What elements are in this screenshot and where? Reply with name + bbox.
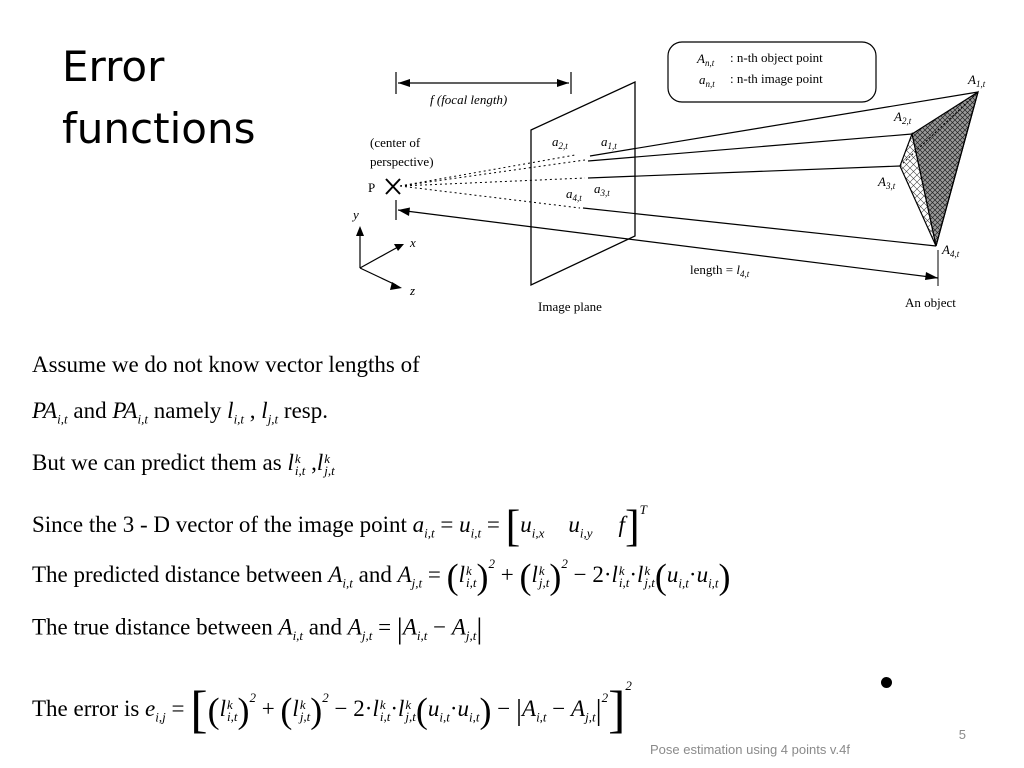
ray-solid-2: [587, 133, 913, 162]
axis-z: [359, 267, 397, 286]
label-A4: A4,t: [941, 242, 960, 259]
title-line-2: functions: [62, 104, 256, 153]
label-A1: A1,t: [967, 72, 986, 89]
ray-dotted-4: [399, 185, 581, 209]
p-label: P: [368, 180, 375, 195]
focal-arrow-right: [557, 79, 569, 87]
label-a1: a1,t: [601, 134, 617, 151]
object-face-dark: [911, 90, 979, 247]
image-plane-label: Image plane: [538, 299, 602, 314]
label-a2: a2,t: [552, 134, 568, 151]
object-edge-top: [899, 91, 979, 167]
axis-x-label: x: [409, 235, 416, 250]
ray-solid-1: [589, 91, 979, 157]
length-arrow-line: [397, 209, 939, 279]
center-label-1: (center of: [370, 135, 421, 150]
ray-solid-4: [582, 207, 937, 247]
axis-z-label: z: [409, 283, 415, 298]
object-face-light: [899, 131, 937, 247]
slide-title: Error functions: [62, 36, 255, 160]
label-a4: a4,t: [566, 186, 582, 203]
axis-z-arrow: [390, 282, 402, 290]
object-edge-side: [935, 91, 979, 247]
label-A3: A3,t: [877, 174, 896, 191]
body-line-4: Since the 3 - D vector of the image poin…: [32, 501, 647, 551]
body-line-2: PAi,t and PAi,t namely li,t , lj,t resp.: [32, 398, 328, 427]
object-label: An object: [905, 295, 956, 310]
ray-solid-3: [587, 165, 901, 179]
length-arrow-left: [398, 207, 410, 216]
page-number: 5: [958, 727, 966, 742]
legend-text-1: : n-th object point: [730, 50, 823, 65]
body-line-5: The predicted distance between Ai,t and …: [32, 556, 731, 597]
bullet-dot: [881, 677, 892, 688]
legend-sym-1: An,t: [696, 51, 715, 68]
body-line-6: The true distance between Ai,t and Aj,t …: [32, 612, 483, 645]
body-line-1: Assume we do not know vector lengths of: [32, 352, 420, 377]
label-A2: A2,t: [893, 109, 912, 126]
ray-dotted-3: [399, 177, 586, 187]
legend-text-2: : n-th image point: [730, 71, 823, 86]
title-line-1: Error: [62, 42, 165, 91]
footer-text: Pose estimation using 4 points v.4f: [650, 742, 850, 757]
focal-arrow-left: [398, 79, 410, 87]
axis-x-arrow: [394, 244, 404, 251]
pose-diagram: An,t : n-th object point an,t : n-th ima…: [351, 41, 986, 314]
axis-y-label: y: [351, 207, 359, 222]
length-arrow-right: [925, 272, 938, 280]
label-a3: a3,t: [594, 181, 610, 198]
length-label: length = l4,t: [690, 262, 750, 279]
ray-dotted-2: [399, 159, 586, 187]
image-plane: [530, 80, 636, 287]
axis-y-arrow: [356, 226, 364, 236]
center-label-2: perspective): [370, 154, 434, 169]
legend-sym-2: an,t: [699, 72, 715, 89]
focal-label: f (focal length): [430, 92, 507, 107]
p-cross-2: [385, 178, 401, 195]
legend-box: [667, 41, 877, 103]
axis-x: [359, 246, 399, 269]
